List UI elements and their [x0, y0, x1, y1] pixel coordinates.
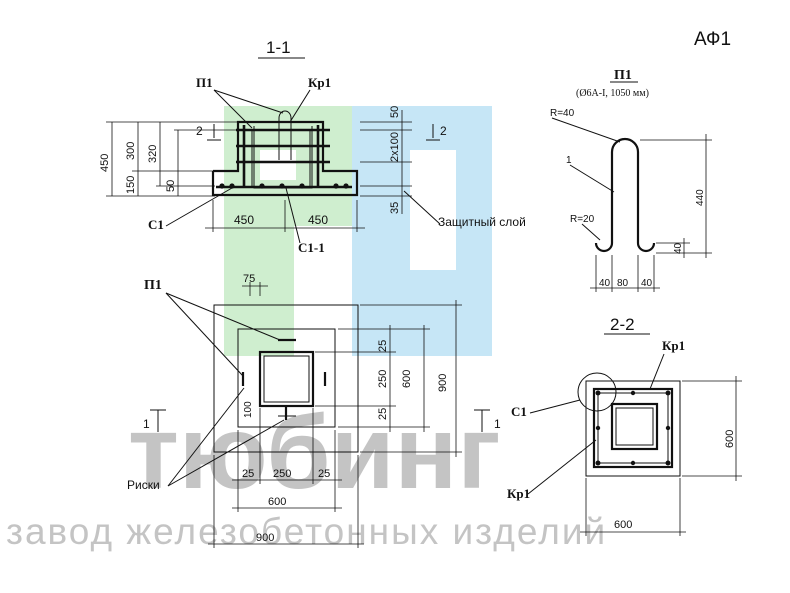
plan-dim-250-v: 250 — [377, 370, 389, 388]
section-1-1-title: 1-1 — [266, 38, 291, 57]
plan-dim-900-h: 900 — [256, 532, 274, 544]
rebar-cage — [216, 110, 352, 189]
plan-dim-25-left: 25 — [242, 468, 254, 480]
section-2-2: 2-2 Кр1 С1 Кр1 600 600 — [507, 315, 742, 536]
dim-300: 300 — [125, 142, 137, 160]
s22-label-c1: С1 — [511, 404, 527, 419]
plan-label-p1: П1 — [144, 278, 162, 293]
plan-cut-1-left: 1 — [143, 417, 150, 431]
dims-left — [106, 121, 240, 197]
dim-p1-440: 440 — [695, 189, 706, 206]
plan-dim-900-v: 900 — [437, 374, 449, 392]
label-c1: С1 — [148, 217, 164, 232]
s22-dim-600-h: 600 — [614, 519, 632, 531]
watermark-tagline: завод железобетонных изделий — [6, 511, 607, 552]
label-r40: R=40 — [550, 108, 575, 119]
plan-dim-600-v: 600 — [401, 370, 413, 388]
dim-320: 320 — [147, 145, 159, 163]
plan-dim-25-right: 25 — [318, 468, 330, 480]
dim-p1-40-side: 40 — [673, 242, 684, 254]
plan-dim-100: 100 — [243, 401, 254, 418]
s22-dim-600-v: 600 — [724, 430, 736, 448]
watermark-logo — [224, 106, 492, 356]
cut-mark-2-right: 2 — [440, 124, 447, 138]
section-2-2-title: 2-2 — [610, 315, 635, 334]
plan-dim-75: 75 — [243, 273, 255, 285]
dim-450-v: 450 — [99, 154, 111, 172]
label-leader-1: 1 — [566, 155, 572, 166]
section-1-1: 1-1 П1 Кр1 С1 С1-1 — [99, 38, 526, 255]
s22-label-kp1-top: Кр1 — [662, 338, 685, 353]
dim-right-2x100: 2х100 — [389, 132, 401, 162]
part-p1: П1 (Ø6A-I, 1050 мм) R=40 1 R=20 440 40 4… — [550, 68, 712, 292]
dim-50: 50 — [165, 180, 177, 192]
label-r20: R=20 — [570, 214, 595, 225]
plan-dim-25-bottom: 25 — [377, 408, 389, 420]
plan-dim-600-h: 600 — [268, 496, 286, 508]
dim-p1-40-right: 40 — [641, 278, 653, 289]
watermark-brand: тюбинг — [128, 395, 501, 511]
dim-right-35: 35 — [389, 202, 401, 214]
label-riski: Риски — [127, 478, 160, 492]
p1-subtitle: (Ø6A-I, 1050 мм) — [576, 88, 649, 99]
label-kp1: Кр1 — [308, 75, 331, 90]
plan-dim-25-top: 25 — [377, 340, 389, 352]
plan-view: П1 Риски 75 100 25 250 25 600 900 1 1 — [127, 273, 501, 548]
plan-dim-250-h: 250 — [273, 468, 291, 480]
dim-bottom-450-left: 450 — [234, 213, 254, 227]
cut-mark-2-left: 2 — [196, 124, 203, 138]
label-protective-layer: Защитный слой — [438, 215, 526, 229]
label-p1: П1 — [196, 75, 213, 90]
dim-bottom-450-right: 450 — [308, 213, 328, 227]
dim-p1-80: 80 — [617, 278, 629, 289]
dim-p1-40-left: 40 — [599, 278, 611, 289]
s22-label-kp1-bottom: Кр1 — [507, 486, 530, 501]
label-c1-1: С1-1 — [298, 240, 325, 255]
plan-cut-1-right: 1 — [494, 417, 501, 431]
drawing-code: АФ1 — [694, 29, 731, 50]
dim-right-50: 50 — [389, 106, 401, 118]
p1-title: П1 — [614, 68, 632, 83]
rebar-dots — [595, 390, 671, 466]
dim-150: 150 — [125, 176, 137, 194]
